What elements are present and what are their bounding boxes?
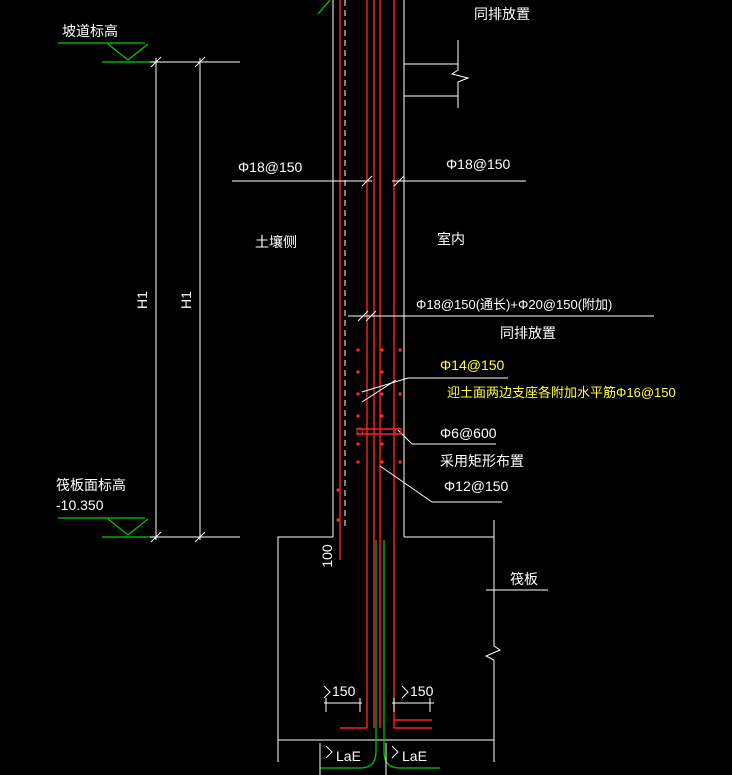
h1-dimension-lines: [150, 56, 206, 543]
dim-150-left: [323, 685, 362, 712]
ramp-elevation-label: 坡道标高: [62, 23, 118, 39]
same-row-label-mid: 同排放置: [500, 325, 556, 341]
rebar-14-label: Φ14@150: [440, 357, 505, 373]
rebar-label-left: Φ18@150: [238, 159, 303, 175]
rect-layout-label: 采用矩形布置: [440, 453, 524, 469]
raft-elevation-marker: [58, 517, 240, 538]
ramp-elevation-marker: [58, 42, 240, 63]
dim-lae-marks: [319, 743, 399, 775]
support-note-label: 迎土面两边支座各附加水平筋Φ16@150: [447, 385, 676, 400]
dim-100-label: 100: [319, 544, 335, 568]
vertical-rebars: [317, 0, 432, 729]
rebar-label-mid: Φ18@150(通长)+Φ20@150(附加): [416, 297, 612, 312]
same-row-label-top: 同排放置: [474, 6, 530, 22]
soil-side-label: 土壤侧: [255, 234, 297, 250]
dim-150-right-label: 150: [410, 683, 434, 699]
raft-label: 筏板: [510, 571, 538, 587]
indoor-label: 室内: [437, 231, 465, 247]
h1-outer-label: H1: [134, 291, 150, 309]
lae-left-label: LaE: [336, 748, 361, 764]
rebar-12-label: Φ12@150: [444, 478, 509, 494]
rebar-dots: [336, 348, 402, 522]
lae-right-label: LaE: [402, 748, 427, 764]
raft-slab: [277, 520, 548, 762]
leader-lines: [232, 175, 654, 503]
wall-outline: [332, 0, 470, 537]
raft-elevation-value: -10.350: [56, 497, 104, 513]
anchor-bars: [320, 540, 440, 769]
raft-elevation-label: 筏板面标高: [56, 477, 126, 493]
dim-150-left-label: 150: [332, 683, 356, 699]
tie-bar: [356, 427, 402, 435]
rebar-label-right: Φ18@150: [446, 156, 511, 172]
tie-rebar-label: Φ6@600: [440, 425, 497, 441]
h1-inner-label: H1: [178, 291, 194, 309]
dim-150-right: [392, 685, 434, 712]
